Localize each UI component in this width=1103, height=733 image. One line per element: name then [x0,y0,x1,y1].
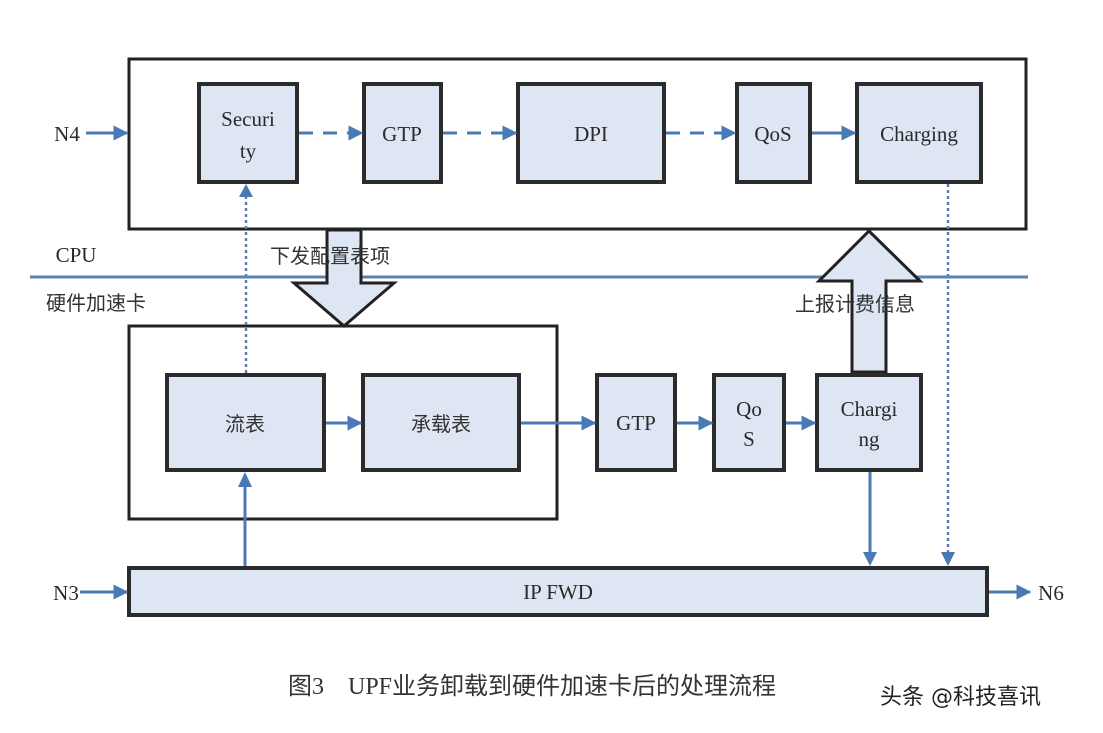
config-down-label: 下发配置表项 [270,244,390,268]
svg-text:Charging: Charging [880,122,958,146]
svg-text:GTP: GTP [616,411,656,435]
svg-text:ng: ng [859,427,881,451]
cpu-layer-label: CPU [56,243,97,267]
figure-caption: 图3 UPF业务卸载到硬件加速卡后的处理流程 [288,673,776,700]
hw-module-qos: Qo S [712,373,786,472]
hw-bearer-table: 承载表 [361,373,521,472]
svg-text:IP FWD: IP FWD [523,580,593,604]
report-up-arrow [815,228,924,374]
port-n6-label: N6 [1038,581,1064,605]
cpu-module-qos: QoS [735,82,812,184]
svg-text:QoS: QoS [754,122,791,146]
hw-flow-table: 流表 [165,373,326,472]
report-up-label: 上报计费信息 [795,292,915,316]
arrowhead-ipfwd-2 [941,552,955,566]
svg-text:Chargi: Chargi [841,397,898,421]
hw-layer-label: 硬件加速卡 [46,291,146,315]
svg-text:S: S [743,427,755,451]
port-n3-label: N3 [53,581,79,605]
cpu-module-security: Securi ty [197,82,299,184]
arrowhead-flow-table [238,472,252,487]
cpu-module-gtp: GTP [362,82,443,184]
watermark: 头条 @科技喜讯 [880,685,1041,710]
svg-text:Qo: Qo [736,397,762,421]
hw-module-charging: Chargi ng [815,373,923,472]
cpu-module-dpi: DPI [516,82,666,184]
svg-text:Securi: Securi [221,107,275,131]
port-n4-label: N4 [54,122,80,146]
hw-module-gtp: GTP [595,373,677,472]
svg-text:承载表: 承载表 [411,412,471,436]
svg-text:ty: ty [240,139,257,163]
cpu-frame [127,57,1028,231]
arrowhead-ipfwd-1 [863,552,877,566]
svg-text:流表: 流表 [225,412,265,436]
config-down-arrow [289,228,399,328]
svg-text:DPI: DPI [574,122,608,146]
cpu-module-charging: Charging [855,82,983,184]
ip-fwd-bar: IP FWD [127,566,989,617]
arrowhead-security [239,184,253,197]
svg-text:GTP: GTP [382,122,422,146]
